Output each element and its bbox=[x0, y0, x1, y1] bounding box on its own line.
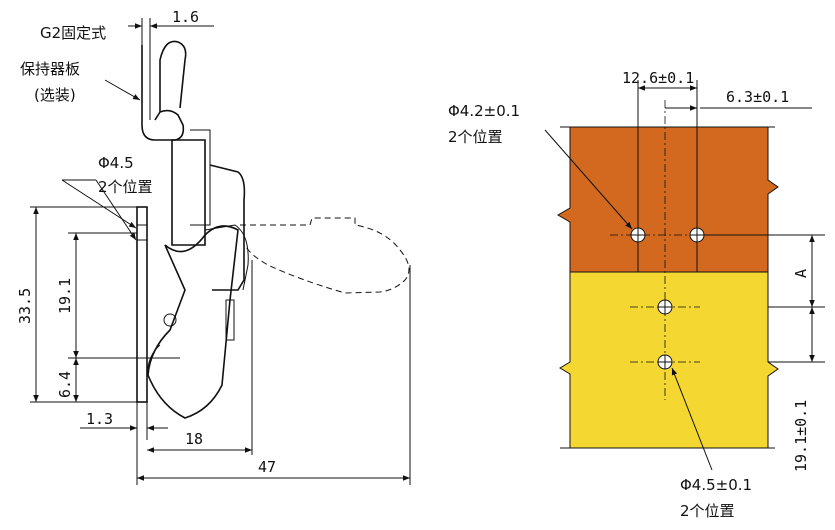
hole-lower-top bbox=[657, 299, 673, 315]
dim-spacing-text: 12.6±0.1 bbox=[622, 69, 694, 87]
dim-half-text: 6.3±0.1 bbox=[726, 88, 789, 106]
leader-top bbox=[544, 129, 633, 230]
dim-47-text: 47 bbox=[258, 458, 276, 476]
latch-body-back bbox=[190, 129, 211, 226]
dim-top-text: 1.6 bbox=[172, 8, 199, 26]
latch-body bbox=[171, 139, 206, 246]
mount-panel bbox=[136, 206, 148, 403]
label-hole-count-top: 2个位置 bbox=[448, 128, 503, 146]
left-side-view: 1.6 G2固定式 保持器板 (选装) Φ4.5 2个位置 33.5 19.1 … bbox=[16, 8, 411, 485]
dim-a-text: A bbox=[792, 269, 810, 278]
orange-panel bbox=[557, 126, 779, 273]
dim-total-text: 33.5 bbox=[16, 288, 34, 324]
label-hole-dia-bottom: Φ4.5±0.1 bbox=[680, 476, 752, 494]
label-hole-count: 2个位置 bbox=[98, 178, 153, 196]
latch-housing bbox=[209, 164, 246, 291]
dim-low-text: 6.4 bbox=[56, 371, 74, 398]
label-optional: (选装) bbox=[34, 86, 76, 104]
dim-offset-text: 1.3 bbox=[86, 410, 113, 428]
right-panel-view: 12.6±0.1 6.3±0.1 Φ4.2±0.1 2个位置 A 19.1±0.… bbox=[448, 69, 825, 520]
leader-holder bbox=[104, 79, 141, 101]
label-hole-dia: Φ4.5 bbox=[98, 154, 134, 172]
leader-bottom bbox=[671, 367, 713, 471]
latch-housing-detail bbox=[204, 224, 249, 291]
leader-hole-b bbox=[95, 179, 137, 241]
label-hole-dia-top: Φ4.2±0.1 bbox=[448, 102, 520, 120]
holder-plate-clip bbox=[141, 45, 185, 141]
dim-vert-text: 19.1±0.1 bbox=[792, 400, 810, 472]
label-holder: 保持器板 bbox=[20, 60, 80, 78]
latch-handle bbox=[147, 225, 239, 419]
leader-hole-a bbox=[61, 179, 137, 229]
handle-tab bbox=[225, 299, 235, 341]
label-g2: G2固定式 bbox=[40, 24, 106, 42]
pivot-pin bbox=[163, 313, 177, 327]
dim-mid-text: 19.1 bbox=[56, 278, 74, 314]
hole-lower-bottom bbox=[657, 354, 673, 370]
dim-18-text: 18 bbox=[185, 430, 203, 448]
hook-shape bbox=[159, 40, 187, 112]
open-handle-outline bbox=[240, 217, 410, 294]
label-hole-count-bottom: 2个位置 bbox=[680, 502, 735, 520]
